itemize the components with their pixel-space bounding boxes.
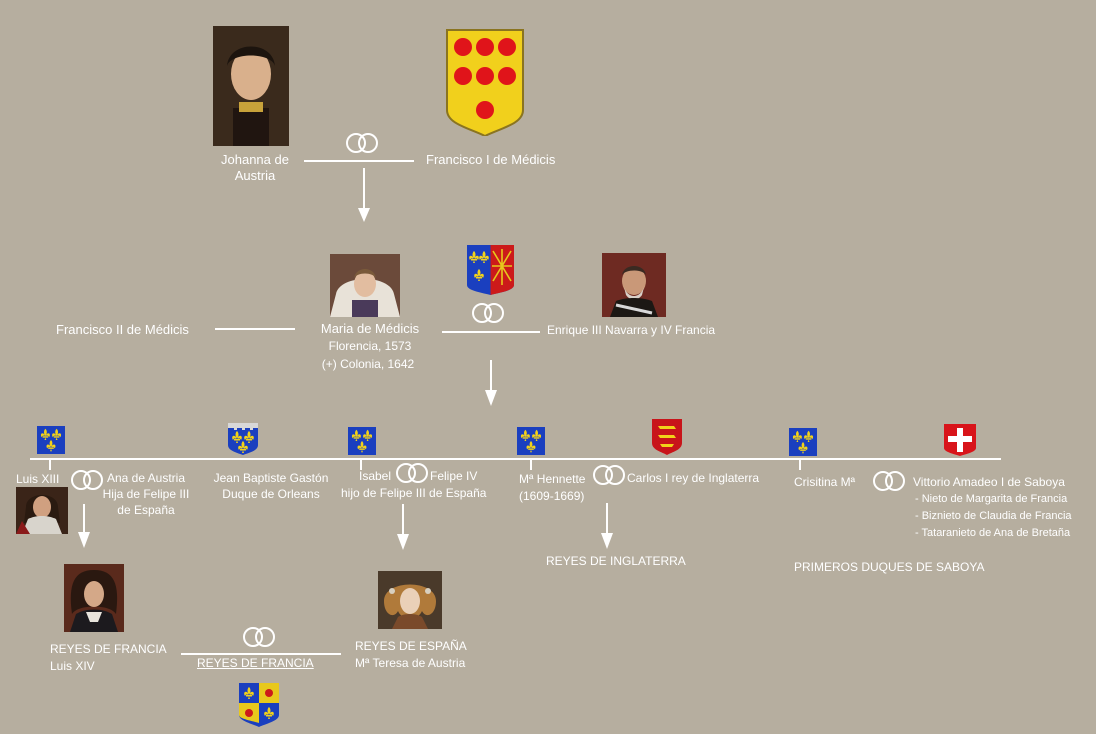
child-connector bbox=[360, 458, 362, 470]
maria-teresa-name: Mª Teresa de Austria bbox=[355, 656, 466, 670]
ana-austria-name: Ana de Austria Hija de Felipe III de Esp… bbox=[102, 471, 190, 517]
france-coat-of-arms-icon bbox=[36, 426, 66, 454]
vittorio-desc-1: - Nieto de Margarita de Francia bbox=[915, 493, 1068, 505]
carlos-i-name: Carlos I rey de Inglaterra bbox=[627, 471, 760, 485]
marriage-line-gen4 bbox=[181, 653, 341, 655]
marriage-rings-icon bbox=[873, 471, 905, 491]
marriage-rings-icon bbox=[243, 627, 275, 647]
descent-arrow-icon bbox=[78, 504, 90, 548]
johanna-name: Johanna de Austria bbox=[221, 152, 289, 183]
reyes-francia-link[interactable]: REYES DE FRANCIA bbox=[197, 656, 314, 670]
vittorio-desc-2: - Biznieto de Claudia de Francia bbox=[915, 510, 1072, 522]
francisco-ii-name: Francisco II de Médicis bbox=[56, 322, 189, 337]
francisco-i-name: Francisco I de Médicis bbox=[426, 152, 556, 167]
portrait-luis-xiii bbox=[16, 487, 68, 534]
savoy-coat-of-arms-icon bbox=[944, 424, 976, 461]
felipe-iv-name: Felipe IV bbox=[430, 469, 478, 483]
duques-saboya-label: PRIMEROS DUQUES DE SABOYA bbox=[794, 560, 985, 574]
marriage-rings-icon bbox=[472, 303, 504, 323]
henriette-dates: (1609-1669) bbox=[519, 489, 585, 503]
reyes-espana-title: REYES DE ESPAÑA bbox=[355, 639, 467, 653]
felipe-iv-desc: hijo de Felipe III de España bbox=[341, 486, 487, 500]
portrait-johanna bbox=[213, 26, 289, 146]
marriage-rings-icon bbox=[346, 133, 378, 153]
marriage-line-gen1 bbox=[304, 160, 414, 162]
marriage-line-gen2 bbox=[442, 331, 540, 333]
medici-coat-of-arms-icon bbox=[445, 28, 525, 141]
descent-arrow-icon bbox=[485, 360, 497, 406]
maria-medicis-name: Maria de Médicis bbox=[320, 321, 420, 336]
descent-arrow-icon bbox=[397, 504, 409, 550]
cristina-name: Crisitina Mª bbox=[794, 475, 856, 489]
marriage-rings-icon bbox=[593, 465, 625, 485]
child-connector bbox=[799, 458, 801, 470]
portrait-enrique-iv bbox=[602, 253, 666, 317]
portrait-maria-teresa bbox=[378, 571, 442, 629]
bourbon-quartered-coat-of-arms-icon bbox=[239, 683, 279, 732]
france-coat-of-arms-icon bbox=[788, 428, 818, 456]
france-coat-of-arms-icon bbox=[516, 427, 546, 455]
vittorio-desc-3: - Tataranieto de Ana de Bretaña bbox=[915, 527, 1071, 539]
england-coat-of-arms-icon bbox=[652, 419, 682, 460]
sibling-line-gen2 bbox=[215, 328, 295, 330]
children-line-gen3 bbox=[30, 458, 1001, 460]
gaston-name: Jean Baptiste Gastón Duque de Orleans bbox=[213, 471, 329, 501]
maria-medicis-born: Florencia, 1573 bbox=[328, 339, 412, 353]
france-coat-of-arms-icon bbox=[347, 427, 377, 455]
vittorio-name: Vittorio Amadeo I de Saboya bbox=[913, 475, 1065, 489]
isabel-name: Isabel bbox=[359, 469, 392, 483]
reyes-inglaterra-label: REYES DE INGLATERRA bbox=[546, 554, 686, 568]
luis-xiv-name: Luis XIV bbox=[50, 659, 95, 673]
maria-medicis-died: (+) Colonia, 1642 bbox=[321, 357, 415, 371]
henriette-name: Mª Hennette bbox=[519, 472, 586, 486]
marriage-rings-icon bbox=[396, 463, 428, 483]
portrait-luis-xiv bbox=[64, 564, 124, 632]
child-connector bbox=[530, 458, 532, 470]
orleans-coat-of-arms-icon bbox=[228, 423, 258, 460]
reyes-francia-luis-xiv-title: REYES DE FRANCIA bbox=[50, 642, 167, 656]
france-navarre-coat-of-arms-icon bbox=[467, 245, 514, 300]
enrique-iv-name: Enrique III Navarra y IV Francia bbox=[547, 323, 716, 337]
descent-arrow-icon bbox=[601, 503, 613, 549]
portrait-maria-medicis bbox=[330, 254, 400, 317]
child-connector bbox=[49, 458, 51, 470]
luis-xiii-name: Luis XIII bbox=[16, 472, 60, 486]
descent-arrow-icon bbox=[358, 168, 370, 222]
